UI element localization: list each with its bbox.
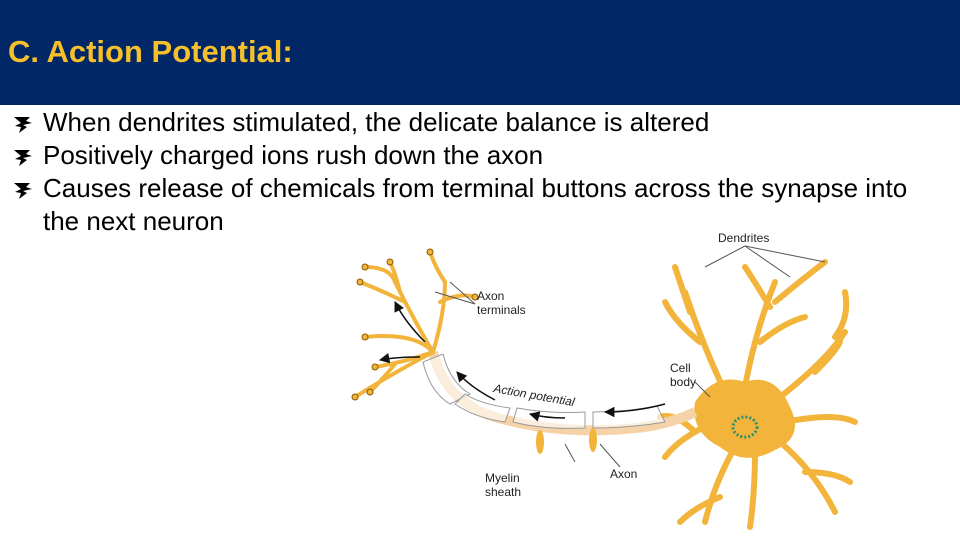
bullet-item: When dendrites stimulated, the delicate … [10, 106, 940, 139]
axon-terminal-branches [353, 250, 477, 399]
bullet-text: When dendrites stimulated, the delicate … [43, 107, 710, 137]
label-action-potential: Action potential [491, 381, 576, 409]
leaf-bullet-icon [14, 150, 32, 166]
neuron-svg: Dendrites Axon terminals Cell body Actio… [351, 231, 858, 530]
label-dendrites: Dendrites [718, 231, 769, 245]
label-myelin-line2: sheath [485, 485, 521, 499]
node-of-ranvier [536, 430, 544, 454]
signal-arrows [378, 301, 666, 422]
leaf-bullet-icon [14, 117, 32, 133]
bullet-text: Positively charged ions rush down the ax… [43, 140, 544, 170]
leaf-bullet-icon [14, 183, 32, 199]
node-of-ranvier [589, 428, 597, 452]
title-bar: C. Action Potential: [0, 0, 960, 105]
nucleus [731, 415, 759, 439]
neuron-diagram: Dendrites Axon terminals Cell body Actio… [335, 222, 955, 538]
label-axon-terminals-line1: Axon [477, 289, 504, 303]
slide-title: C. Action Potential: [8, 34, 293, 69]
bullet-list: When dendrites stimulated, the delicate … [10, 106, 940, 238]
leader-lines [434, 245, 826, 468]
label-cell-body-line2: body [670, 375, 696, 389]
label-cell-body-line1: Cell [670, 361, 691, 375]
label-myelin-line1: Myelin [485, 471, 520, 485]
label-axon: Axon [610, 467, 637, 481]
bullet-item: Positively charged ions rush down the ax… [10, 139, 940, 172]
label-axon-terminals-line2: terminals [477, 303, 526, 317]
bullet-text: Causes release of chemicals from termina… [43, 173, 908, 236]
bullet-item: Causes release of chemicals from termina… [10, 172, 940, 238]
terminal-buttons [351, 248, 479, 401]
cell-body [694, 379, 795, 458]
